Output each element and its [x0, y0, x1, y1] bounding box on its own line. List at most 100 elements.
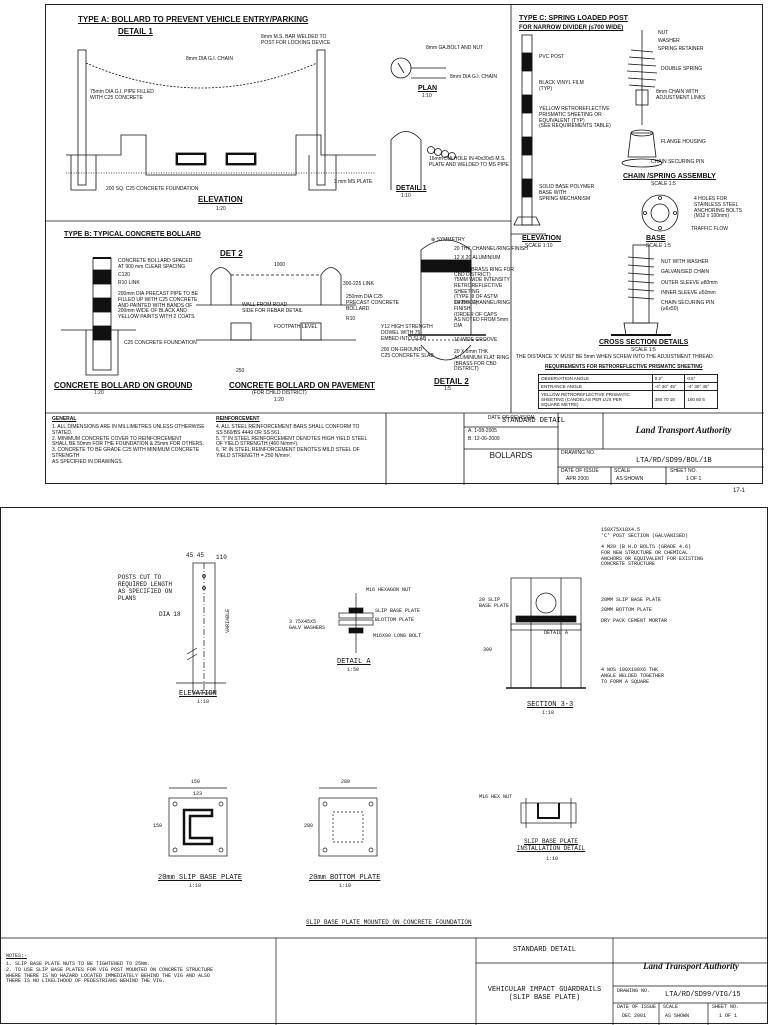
label-dim-250: 250: [236, 368, 245, 374]
label-ring3: 10 THK CHANNEL/RING FINISH (ORDER OF CAP…: [454, 300, 511, 329]
sheet2-linework: [1, 562, 768, 1025]
label-inner-sleeve: INNER SLEEVE ⌀50mm: [661, 290, 716, 296]
revision-header: DATE OF REVISION: [487, 415, 535, 421]
label-sheeting: YELLOW RETROREFLECTIVE PRISMATIC SHEETIN…: [539, 106, 611, 130]
slip-plate-title: 20mm SLIP BASE PLATE: [158, 874, 243, 882]
label-ring2: 12 X 20 ALUMINIUM RING (GOLD BRASS RING …: [454, 255, 515, 279]
type-c-subtitle: FOR NARROW DIVIDER (≤700 WIDE): [519, 25, 624, 31]
cross-section-note: THE DISTANCE 'X' MUST BE 5mm WHEN SCREW …: [516, 354, 715, 360]
date-issue: APR 2000: [566, 476, 589, 482]
s2-standard-detail-label: STANDARD DETAIL: [512, 946, 576, 954]
table-cell: 160 60 5: [684, 390, 718, 409]
sheet1-linework: [46, 5, 764, 485]
label-holes: 4 HOLES FOR STAINLESS STEEL ANCHORING BO…: [694, 196, 742, 220]
plan-scale: 1:10: [422, 93, 432, 99]
label-span: 1000: [274, 262, 286, 268]
label-wall: WALL FROM ROAD SIDE FOR REBAR DETAIL: [242, 302, 303, 314]
drawing-no-label: DRAWING NO.: [561, 450, 596, 456]
detail-1b-title: DETAIL 1: [396, 185, 427, 192]
label-chain-pin: CHAIN SECURING PIN: [651, 159, 705, 165]
label-r10-link: 300-225 LINK: [343, 281, 374, 287]
label-c25-slab: 200 ON-GROUND C25 CONCRETE SLAB: [381, 347, 434, 359]
notes-text: 1. SLIP BASE PLATE NUTS TO BE TIGHTENED …: [6, 961, 214, 985]
section-3-3-title: SECTION 3-3: [527, 701, 574, 709]
bollard-ground-scale: 1:20: [94, 390, 104, 396]
detail2-scale: 1:5: [444, 386, 451, 392]
scale-label: SCALE: [614, 468, 631, 474]
section-3-3-scale: 1:10: [542, 710, 555, 716]
label-dowel: Y12 HIGH STRENGTH DOWEL WITH 75 EMBED IN…: [381, 324, 433, 342]
mounted-title: SLIP BASE PLATE MOUNTED ON CONCRETE FOUN…: [306, 919, 472, 926]
detail-1b-scale: 1:10: [401, 193, 411, 199]
label-pvc-post: PVC POST: [539, 54, 565, 60]
label-traffic-flow: TRAFFIC FLOW: [691, 226, 728, 232]
label-ms-plate: 3 mm MS PLATE: [334, 179, 373, 185]
type-c-title: TYPE C: SPRING LOADED POST: [519, 15, 628, 22]
s2-drawing-title: VEHICULAR IMPACT GUARDRAILS (SLIP BASE P…: [487, 986, 602, 1003]
bottom-plate-scale: 1:10: [339, 883, 352, 889]
label-bolts: 4 M20 (B H.D BOLTS (GRADE 4.6) FOR NEW S…: [601, 544, 704, 568]
label-slip-left: 20 SLIP BASE PLATE: [479, 597, 510, 609]
s2-elevation-title: ELEVATION: [179, 690, 217, 698]
label-symmetry: ⊕ SYMMETRY: [431, 237, 465, 243]
label-c25-found: C25 CONCRETE FOUNDATION: [124, 340, 197, 346]
s2-drawing-no-label: DRAWING NO.: [617, 988, 651, 994]
label-flange: FLANGE HOUSING: [661, 139, 706, 145]
label-eye-bolt: 8mm GA.BOLT AND NUT: [426, 45, 484, 51]
chain-assembly-scale: SCALE 1:5: [651, 181, 676, 187]
label-bar-r10: R10: [346, 316, 356, 322]
s2-sheet-no-label: SHEET NO.: [712, 1004, 740, 1010]
s2-sheet-no: 1 OF 1: [719, 1013, 738, 1019]
s2-scale-value: AS SHOWN: [665, 1013, 690, 1019]
label-sheet: 75MM WIDE INTENSITY RETROREFLECTIVE SHEE…: [454, 277, 510, 306]
reinforcement-notes: 4. ALL STEEL REINFORCEMENT BARS SHALL CO…: [216, 424, 368, 459]
type-b-title: TYPE B: TYPICAL CONCRETE BOLLARD: [64, 231, 201, 238]
label-foundation: 200 SQ. C25 CONCRETE FOUNDATION: [106, 186, 199, 192]
table-row: ENTRANCE ANGLE -4° 30° 45° -4° 30° 45°: [538, 382, 718, 391]
label-retainer: SPRING RETAINER: [658, 46, 704, 52]
label-chain-top: 8mm DIA G.I. CHAIN: [186, 56, 233, 62]
label-dim-300: 300: [483, 647, 493, 653]
table-cell: 0.2°: [651, 374, 686, 383]
type-a-title: TYPE A: BOLLARD TO PREVENT VEHICLE ENTRY…: [78, 15, 309, 24]
drawing-sheet-bollards: TYPE A: BOLLARD TO PREVENT VEHICLE ENTRY…: [45, 4, 764, 485]
reinforcement-title: REINFORCEMENT: [216, 416, 260, 422]
s2-date-issue: DEC 2001: [622, 1013, 647, 1019]
table-cell: OBSERVATION ANGLE: [538, 374, 653, 383]
base-title: BASE: [646, 235, 666, 242]
requirements-table: OBSERVATION ANGLE 0.2° 0.5° ENTRANCE ANG…: [538, 374, 718, 409]
table-cell: 0.5°: [684, 374, 718, 383]
drawing-no: LTA/RD/SD99/BOL/1B: [636, 457, 712, 465]
label-galv-chain: GALVANISED CHAIN: [661, 269, 710, 275]
page-reference: 17-1: [733, 488, 746, 494]
label-chain-plan: 8mm DIA G.I. CHAIN: [450, 74, 497, 80]
table-row: YELLOW RETROREFLECTIVE PRISMATIC SHEETIN…: [538, 390, 718, 409]
elev-dim-top: 45 45: [186, 552, 205, 559]
label-double-spring: DOUBLE SPRING: [661, 66, 703, 72]
detail-1-title: DETAIL 1: [118, 27, 153, 36]
label-ring1: 20 THK CHANNEL/RING FINISH: [454, 246, 528, 252]
label-nut-washer: NUT WITH WASHER: [661, 259, 709, 265]
label-precast: 250mm DIA C25 PRECAST CONCRETE BOLLARD: [346, 294, 399, 312]
install-scale: 1:10: [546, 856, 559, 862]
bollard-pavement-scale: 1:20: [274, 397, 284, 403]
label-c-post: 150X75X18X4.5 'C' POST SECTION (GALVANIS…: [601, 527, 689, 539]
label-link: R10 LINK: [118, 280, 140, 286]
elevation-scale: 1:20: [216, 206, 226, 212]
bottom-dim-side: 280: [304, 823, 314, 829]
standard-detail-label: STANDARD DETAIL: [501, 417, 565, 425]
bottom-plate-title: 20mm BOTTOM PLATE: [309, 874, 381, 882]
label-bar-welded: 8mm M.S. BAR WELDED TO POST FOR LOCKING …: [261, 34, 331, 46]
label-dia-18: DIA 18: [159, 611, 181, 618]
label-chain-pin2: CHAIN SECURING PIN (⌀6x50): [661, 300, 715, 312]
label-detail-a-ref: DETAIL A: [544, 630, 569, 636]
general-notes: 1. ALL DIMENSIONS ARE IN MILLIMETRES UNL…: [52, 424, 205, 465]
notes-title: NOTES:-: [6, 953, 28, 959]
label-outer-sleeve: OUTER SLEEVE ⌀80mm: [661, 280, 718, 286]
label-base-plate: SOLID BASE POLYMER BASE WITH SPRING MECH…: [539, 184, 595, 202]
label-footpath: FOOTPATH LEVEL: [274, 324, 318, 330]
label-hex-nut: M16 HEXAGON NUT: [366, 587, 412, 593]
sheet-no: 1 OF 1: [686, 476, 702, 482]
plan-title: PLAN: [418, 85, 438, 92]
label-angles: 4 NOS 100X100X6 THK ANGLE WELDED TOGETHE…: [601, 667, 665, 685]
